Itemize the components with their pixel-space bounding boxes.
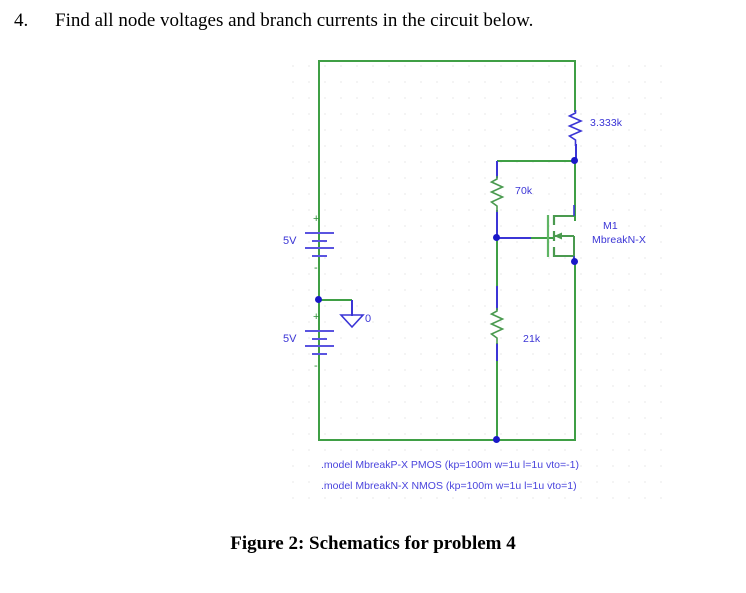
v-top-plate-2 [312,240,327,242]
v-top-plate-3 [305,247,334,249]
model-line-nmos: .model MbreakN-X NMOS (kp=100m w=1u l=1u… [321,480,577,492]
figure-caption: Figure 2: Schematics for problem 4 [230,533,516,554]
ground-icon [339,314,365,329]
wire-21k-bottom-lead [496,343,498,363]
node-dot-ground [315,296,322,303]
wire-bottom-rail [318,439,576,441]
wire-gate-line [497,237,533,239]
v-top-plate-1 [305,232,334,234]
wire-right-rail-top [574,60,576,112]
model-line-pmos: .model MbreakP-X PMOS (kp=100m w=1u l=1u… [321,459,579,471]
wire-top-rail [318,60,576,62]
wire-21k-top-lead [496,286,498,310]
wire-node-top-to-70k [497,160,576,162]
wire-21k-to-bottom [496,361,498,441]
schematic-canvas: 3.333k 70k 21k M1 MbreakN-X 5V + - [283,55,663,500]
v-bot-plate-4 [312,353,327,355]
v-bot-minus-sign: - [314,360,318,372]
m1-nmos-symbol [546,205,575,263]
r-70k-label: 70k [515,185,533,197]
r-3333k-symbol [567,110,584,146]
r-21k-symbol [489,308,505,344]
v-bot-plate-3 [305,345,334,347]
node-dot-3333k-70k [571,157,578,164]
wire-70k-bottom-lead [496,210,498,238]
m1-model-label: MbreakN-X [592,234,646,246]
wire-gate-node-down [496,238,498,286]
node-dot-source [571,258,578,265]
ground-label: 0 [365,313,372,325]
question-line: 4. Find all node voltages and branch cur… [0,6,746,38]
v-bot-plate-1 [305,330,334,332]
m1-ref-label: M1 [603,220,618,232]
wire-70k-top-lead [496,161,498,178]
grid-background [283,55,663,500]
v-bot-label: 5V [283,333,297,345]
v-bot-plus-sign: + [313,311,320,323]
v-bot-plate-2 [312,338,327,340]
wire-drain-branch [574,161,576,221]
wire-3333k-bottom-lead [575,144,577,161]
wire-gate-line-green [531,237,554,239]
v-top-plus-sign: + [313,213,320,225]
question-text: Find all node voltages and branch curren… [55,10,534,31]
r-21k-label: 21k [523,333,541,345]
r-3333k-label: 3.333k [590,117,623,129]
node-dot-gate [493,234,500,241]
wire-source-to-bottom [574,261,576,441]
node-dot-bottom-21k [493,436,500,443]
wire-left-rail [318,60,320,441]
v-top-label: 5V [283,235,297,247]
r-70k-symbol [489,176,505,212]
wire-ground-vertical [351,300,353,316]
v-top-minus-sign: - [314,262,318,274]
v-top-plate-4 [312,255,327,257]
question-number: 4. [14,10,29,31]
wire-ground-horizontal [319,299,352,301]
